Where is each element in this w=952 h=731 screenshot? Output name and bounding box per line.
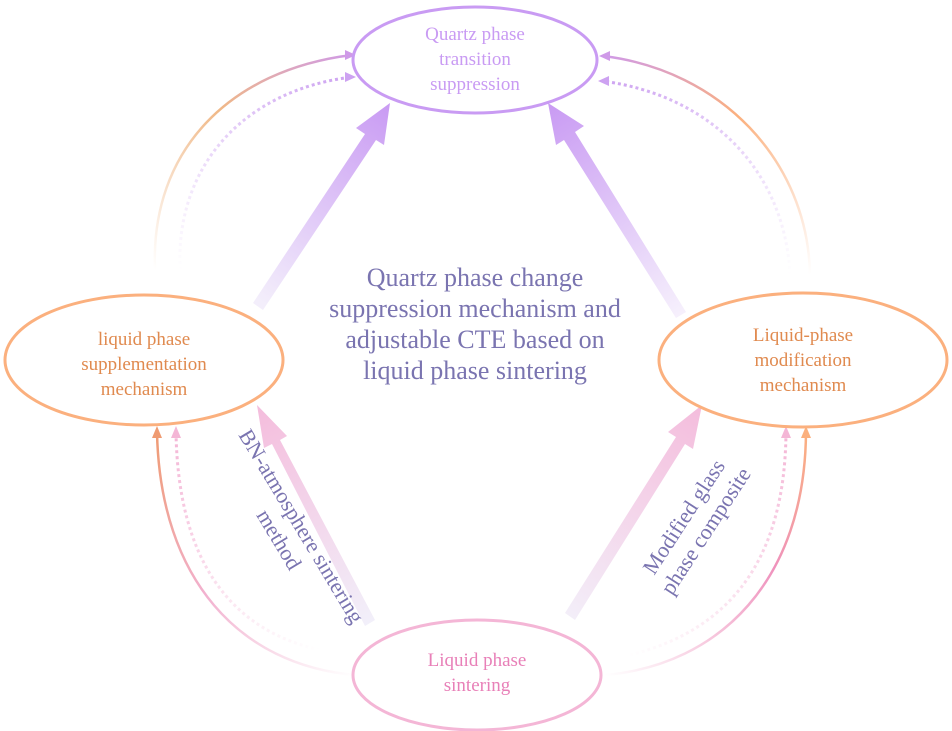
center-title-line: liquid phase sintering	[363, 356, 587, 385]
node-top-line: transition	[439, 49, 511, 70]
node-bottom-label: Liquid phase sintering	[377, 648, 577, 698]
node-left-label: liquid phase supplementation mechanism	[44, 327, 244, 402]
node-left-ellipse	[3, 293, 285, 427]
node-left-line: liquid phase	[97, 329, 191, 350]
arrow-bottom-to-left	[257, 405, 375, 626]
node-top-line: suppression	[430, 74, 520, 95]
node-right-line: modification	[754, 350, 852, 371]
node-right-line: Liquid-phase	[752, 325, 854, 346]
arrow-left-to-top	[253, 103, 390, 310]
center-title-line: suppression mechanism and	[329, 294, 621, 323]
node-bottom-line: sintering	[443, 675, 511, 696]
arc-right-to-top	[599, 51, 812, 276]
node-top-label: Quartz phase transition suppression	[375, 22, 575, 97]
arc-right-to-top-dotted	[598, 76, 792, 276]
node-right-ellipse	[657, 291, 949, 429]
node-right-line: mechanism	[759, 375, 847, 396]
center-title: Quartz phase change suppression mechanis…	[300, 262, 650, 386]
arrow-right-to-top	[548, 103, 686, 318]
node-right-label: Liquid-phase modification mechanism	[703, 323, 903, 398]
arc-left-to-top-dotted	[178, 72, 356, 271]
arc-bottom-to-right-dotted	[629, 426, 791, 657]
node-bottom-ellipse	[351, 618, 603, 731]
node-left-line: supplementation	[81, 354, 207, 375]
arc-bottom-to-left	[152, 426, 356, 677]
node-top-line: Quartz phase	[425, 24, 525, 45]
arrow-bottom-to-right	[565, 405, 702, 620]
node-left-line: mechanism	[100, 379, 188, 400]
arc-bottom-to-left-dotted	[171, 426, 321, 652]
arc-bottom-to-right	[604, 426, 811, 677]
arc-left-to-top	[153, 50, 356, 271]
center-title-line: Quartz phase change	[366, 263, 584, 292]
center-title-line: adjustable CTE based on	[345, 325, 605, 354]
node-top-ellipse	[351, 5, 599, 115]
node-bottom-line: Liquid phase	[427, 650, 527, 671]
